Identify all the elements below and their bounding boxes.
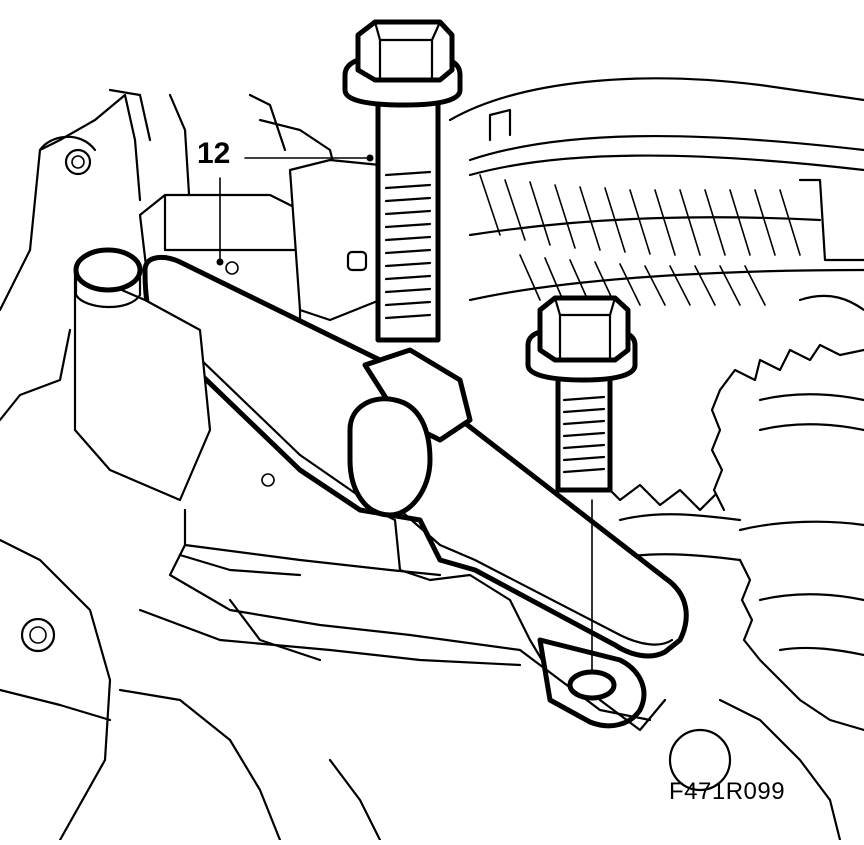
gearbox-housing [0, 88, 522, 842]
upper-bolt [342, 19, 463, 343]
callout-12-leader [216, 154, 374, 266]
figure-id: F471R099 [669, 778, 786, 805]
spur-gear-right [668, 343, 864, 842]
support-post [73, 247, 212, 502]
lower-bolt-thread [562, 395, 606, 474]
callout-label-12: 12 [197, 137, 231, 170]
lower-bolt [525, 295, 638, 493]
helical-gear-teeth [479, 174, 801, 306]
base-plate [168, 473, 652, 722]
upper-bolt-thread [384, 170, 432, 320]
gear-cluster [448, 77, 864, 842]
